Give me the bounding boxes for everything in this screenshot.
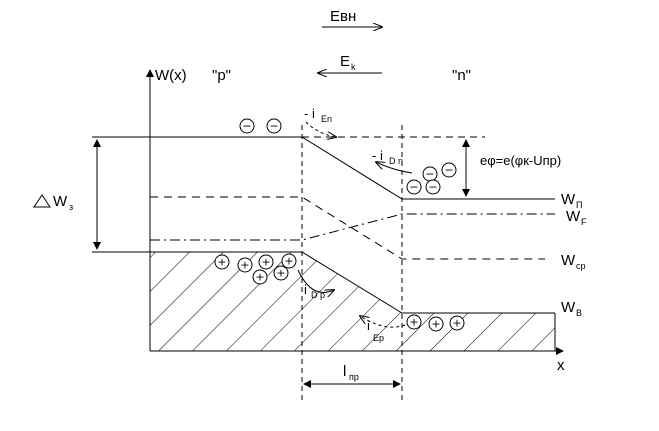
electron-drift-current-arrow (305, 121, 336, 137)
hole-diffusion-current-arrow (297, 269, 334, 293)
electrons-p-side: − − (239, 118, 282, 134)
delta-icon (33, 194, 51, 208)
valence-band-edge (150, 251, 555, 314)
n-region-label: "n" (452, 67, 471, 84)
hole-sign: + (284, 255, 293, 268)
p-region-label: "p" (212, 67, 231, 84)
x-axis-label: x (557, 357, 565, 374)
hole-drift-current-label: i (367, 318, 370, 333)
midgap-level (150, 196, 545, 260)
electron-icon (239, 118, 255, 134)
hole-sign: + (255, 271, 264, 284)
hole-sign: + (261, 256, 270, 269)
electron-icon (406, 179, 422, 195)
electron-icon (425, 179, 441, 195)
electron-sign: − (269, 120, 278, 133)
hole-icon (449, 315, 465, 331)
holes-p-side: + + + + + + (214, 253, 297, 285)
conduction-band-subscript: П (576, 200, 582, 210)
hole-sign: + (431, 318, 440, 331)
valence-band-region (150, 252, 555, 351)
barrier-height-formula: eφ=e(φк-Uпр) (480, 153, 561, 168)
midgap-level-subscript: ср (576, 261, 586, 271)
electron-icon (266, 118, 282, 134)
electron-sign: − (428, 181, 437, 194)
fermi-level-label: W (566, 208, 581, 225)
valence-band-label: W (561, 299, 576, 316)
hole-diffusion-current-label: i (304, 282, 307, 297)
bandgap-subscript: з (69, 202, 73, 212)
contact-field-label: E (340, 53, 350, 70)
hole-icon (252, 269, 268, 285)
holes-n-side: + + + (406, 314, 465, 332)
electron-diffusion-current-subscript: D n (389, 156, 403, 166)
hole-icon (237, 257, 253, 273)
electrons-n-side: − − − − (406, 162, 457, 195)
hole-sign: + (409, 316, 418, 329)
valence-band-subscript: В (576, 308, 582, 318)
hole-icon (214, 254, 230, 270)
hole-icon (258, 254, 274, 270)
electron-sign: − (409, 181, 418, 194)
bandgap-label: W (53, 193, 68, 210)
fermi-level (150, 213, 555, 241)
electron-drift-current-subscript: En (321, 114, 332, 124)
electron-icon (441, 162, 457, 178)
electron-sign: − (444, 164, 453, 177)
fermi-level-subscript: F (581, 217, 587, 227)
energy-axis-label: W(x) (155, 67, 187, 84)
electron-drift-current-label: - i (304, 106, 315, 121)
junction-width-subscript: пр (349, 372, 359, 382)
hole-icon (281, 253, 297, 269)
midgap-level-label: W (561, 252, 576, 269)
hole-drift-current-arrow (360, 316, 406, 328)
junction-width-label: l (343, 363, 346, 380)
electron-sign: − (242, 120, 251, 133)
electron-sign: − (425, 168, 434, 181)
hole-icon (273, 265, 289, 281)
hole-sign: + (452, 317, 461, 330)
hole-sign: + (217, 256, 226, 269)
hole-sign: + (276, 267, 285, 280)
hole-icon (406, 314, 422, 330)
conduction-band-edge (92, 136, 555, 200)
hole-diffusion-current-subscript: D p (311, 290, 325, 300)
hole-icon (428, 316, 444, 332)
hole-drift-current-subscript: Ep (373, 333, 384, 343)
electron-diffusion-current-label: - i (372, 148, 383, 163)
contact-field-subscript: k (351, 62, 356, 72)
hole-sign: + (240, 259, 249, 272)
conduction-band-label: W (561, 191, 576, 208)
external-field-label: Eвн (330, 8, 356, 25)
electron-diffusion-current-arrow (376, 162, 413, 174)
